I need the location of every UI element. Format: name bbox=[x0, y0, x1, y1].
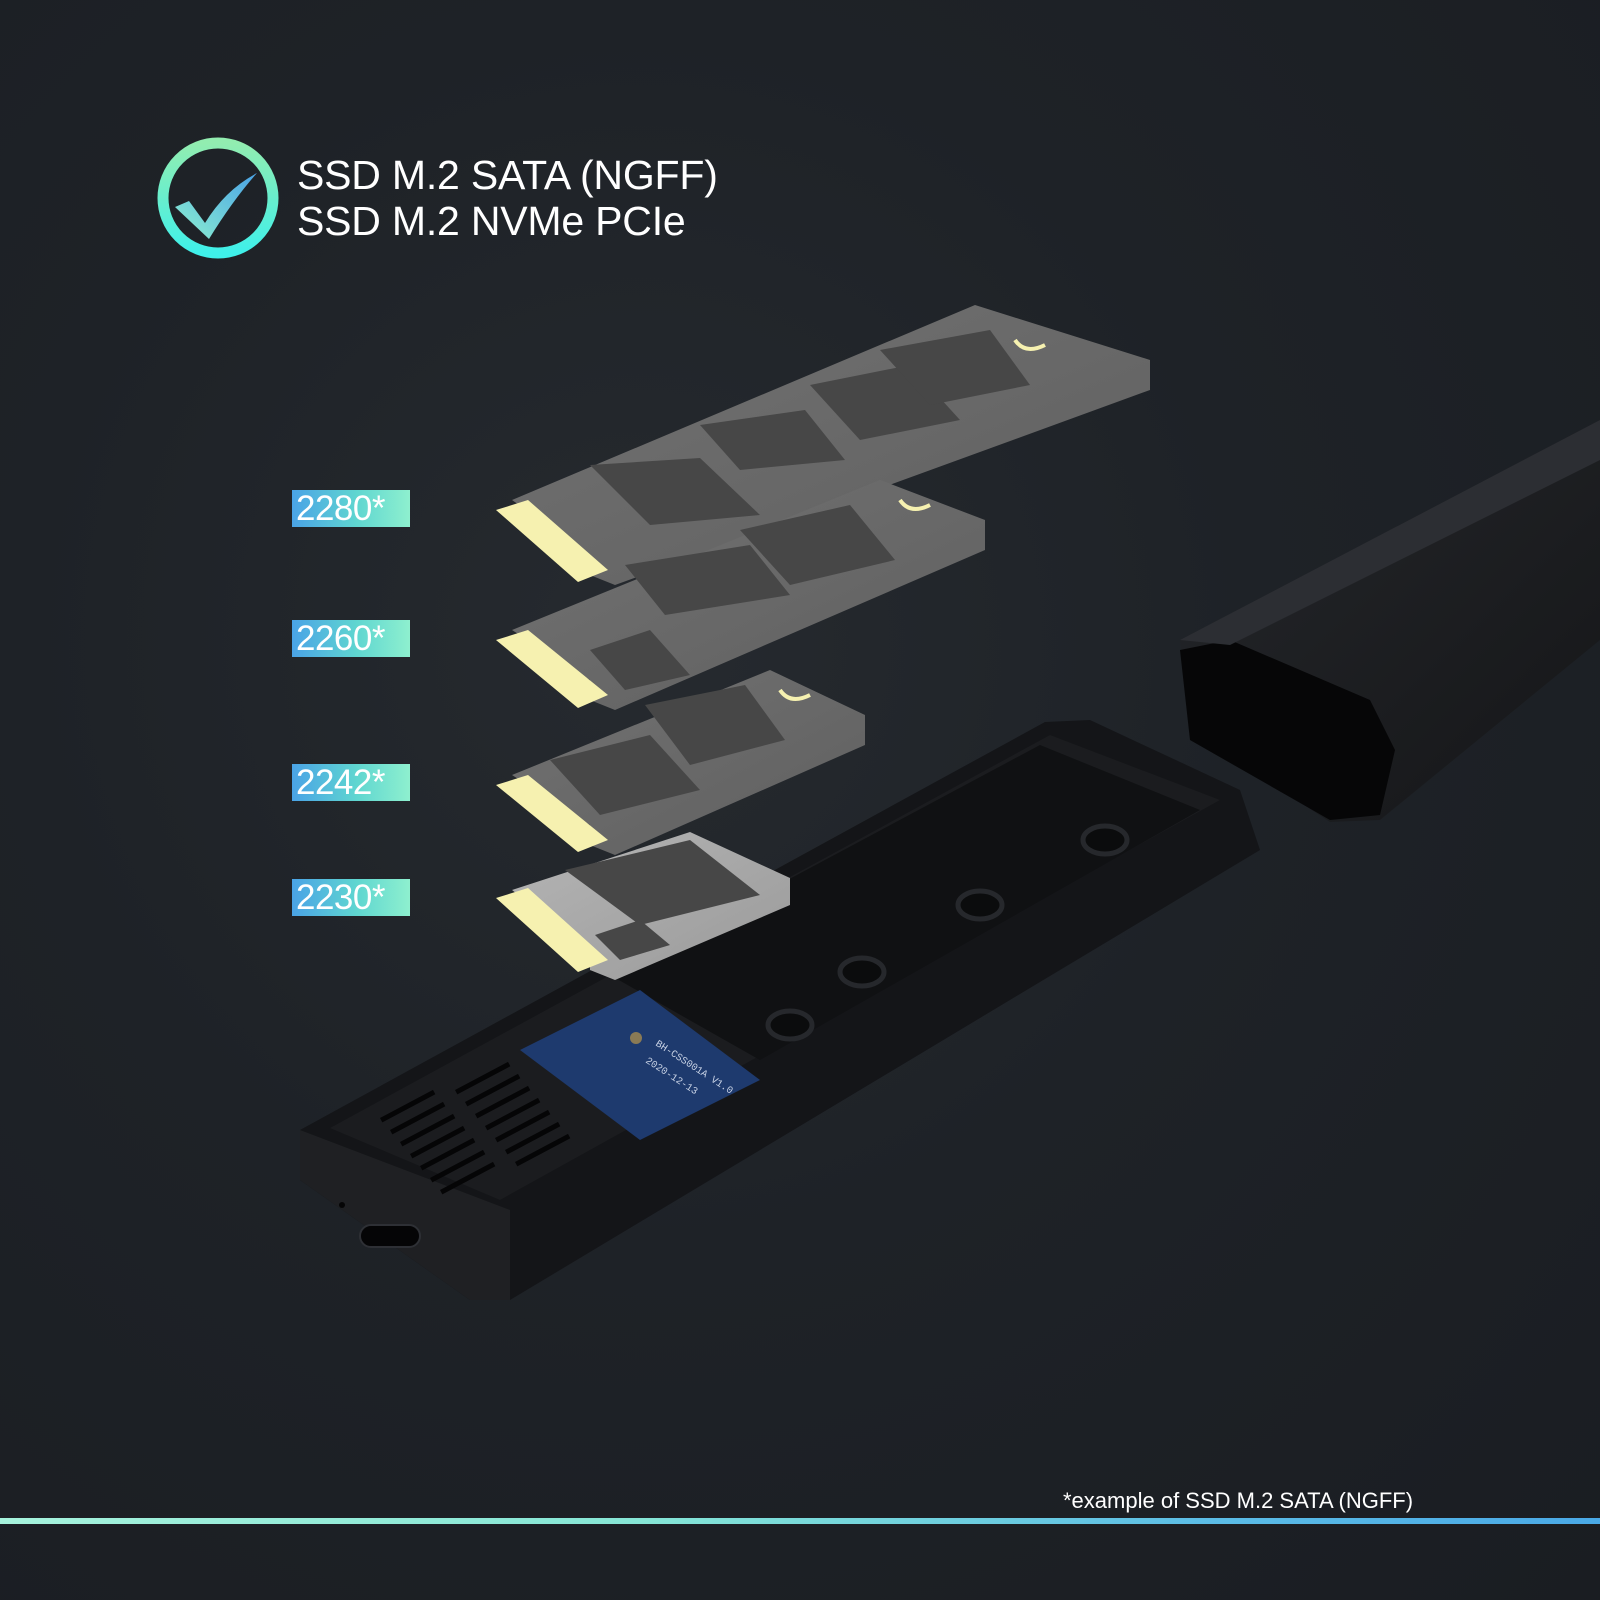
compatibility-headline: SSD M.2 SATA (NGFF) SSD M.2 NVMe PCIe bbox=[155, 135, 718, 261]
bottom-gradient-rule bbox=[0, 1518, 1600, 1524]
ssd-2242 bbox=[496, 670, 865, 855]
vent-slots bbox=[380, 1061, 571, 1195]
size-tag-2242: 2242* bbox=[292, 764, 410, 801]
ssd-2260 bbox=[496, 480, 985, 710]
headline-text: SSD M.2 SATA (NGFF) SSD M.2 NVMe PCIe bbox=[297, 152, 718, 244]
standoff-leaders bbox=[788, 360, 1108, 1020]
screw-standoffs bbox=[765, 823, 1130, 1042]
label-leaders bbox=[410, 523, 505, 916]
controller-pcb bbox=[520, 990, 760, 1140]
size-tag-2230: 2230* bbox=[292, 879, 410, 916]
size-tag-2260: 2260* bbox=[292, 620, 410, 657]
footnote: *example of SSD M.2 SATA (NGFF) bbox=[1063, 1488, 1414, 1513]
headline-line-nvme: SSD M.2 NVMe PCIe bbox=[297, 198, 686, 244]
usb-c-port bbox=[359, 1224, 421, 1248]
size-tag-2280: 2280* bbox=[292, 490, 410, 527]
ssd-2230 bbox=[496, 832, 790, 980]
check-circle-icon bbox=[157, 137, 279, 259]
enclosure-cap bbox=[1180, 420, 1600, 822]
enclosure-base: BH-CSS001A V1.0 2020-12-13 bbox=[300, 720, 1260, 1300]
ssd-2280 bbox=[496, 305, 1150, 585]
status-led bbox=[339, 1202, 345, 1208]
headline-line-sata: SSD M.2 SATA (NGFF) bbox=[297, 152, 718, 198]
